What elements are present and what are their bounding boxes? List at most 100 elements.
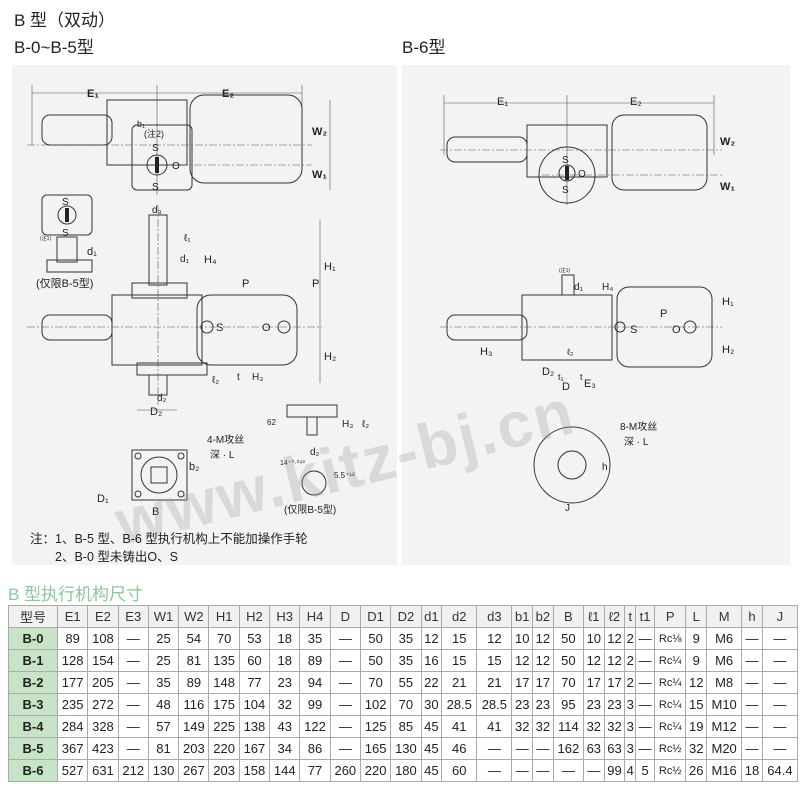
table-cell: — (329, 627, 361, 650)
column-header: H2 (238, 605, 271, 628)
table-cell: 41 (441, 715, 478, 738)
table-cell: 85 (390, 715, 422, 738)
table-cell: 89 (299, 649, 331, 672)
table-cell: 12 (583, 649, 605, 672)
model-cell: B-2 (8, 671, 58, 694)
model-cell: B-0 (8, 627, 58, 650)
table-cell: 17 (583, 671, 605, 694)
table-cell: 220 (359, 759, 392, 782)
column-header: ℓ2 (603, 605, 626, 628)
table-cell: 63 (603, 737, 626, 760)
table-cell: 32 (269, 693, 301, 716)
table-cell: 3 (624, 715, 637, 738)
table-cell: 26 (685, 759, 708, 782)
table-cell: 12 (532, 627, 554, 650)
label-d2: d₂ (310, 447, 320, 458)
table-cell: 272 (87, 693, 119, 716)
label-E3: E₃ (584, 378, 596, 390)
column-header: W2 (178, 605, 210, 628)
table-cell: 25 (147, 649, 180, 672)
table-cell: 367 (56, 737, 89, 760)
table-cell: Rc¼ (653, 715, 687, 738)
drawing-panel-right: E₁ E₂ S S O W₂ W₁ S O P (注1) d₁ H₄ H₁ H₂… (402, 65, 790, 565)
table-cell: — (511, 737, 534, 760)
label-l2: ℓ₂ (362, 419, 369, 430)
table-cell: — (741, 737, 763, 760)
note-1: 注：1、B-5 型、B-6 型执行机构上不能加操作手轮 (30, 532, 308, 546)
table-cell: — (741, 715, 763, 738)
column-header: M (706, 605, 743, 628)
table-cell: 41 (476, 715, 513, 738)
label-tap: 8-M攻丝 (620, 420, 657, 433)
table-cell: — (329, 671, 361, 694)
table-cell: — (761, 693, 799, 716)
table-cell: 23 (583, 693, 605, 716)
column-header: d3 (476, 605, 513, 628)
label-p: P (242, 278, 249, 290)
table-cell: 104 (238, 693, 271, 716)
column-header: L (685, 605, 708, 628)
table-cell: — (761, 649, 799, 672)
table-cell: 165 (359, 737, 392, 760)
flange-view: D₁ b₂ B 4-M攻丝 深 · L (97, 433, 244, 518)
label-62: 62 (267, 418, 276, 427)
column-header: P (653, 605, 687, 628)
table-cell: 55 (390, 671, 422, 694)
table-cell: 46 (441, 737, 478, 760)
table-cell: 89 (56, 627, 89, 650)
column-header: D2 (390, 605, 422, 628)
table-cell: — (117, 715, 149, 738)
drawing-panel-left: E₁ E₂ S S O b₁ (注2) W₂ W₁ S S (注1) d₁ (仅… (12, 65, 397, 565)
label-e1: E₁ (87, 88, 99, 100)
model-cell: B-6 (8, 759, 58, 782)
table-cell: 54 (178, 627, 210, 650)
table-cell: 212 (117, 759, 149, 782)
table-cell: 2 (624, 649, 637, 672)
column-header: H1 (208, 605, 240, 628)
table-cell: M6 (706, 627, 743, 650)
label-depth: 深 · L (210, 449, 235, 461)
label-h4: H₄ (204, 254, 217, 266)
table-cell: 23 (532, 693, 554, 716)
column-header: ℓ1 (583, 605, 605, 628)
label-l2: ℓ₂ (212, 375, 219, 386)
label-D: D (562, 381, 570, 393)
section-title-b6: B-6型 (402, 38, 446, 57)
label-d1: d₁ (180, 254, 190, 265)
label-note1: (注1) (559, 267, 570, 274)
model-cell: B-4 (8, 715, 58, 738)
table-cell: 64.4 (761, 759, 799, 782)
label-d1: d₁ (87, 246, 97, 258)
table-cell: 43 (269, 715, 301, 738)
label-w1: W₁ (312, 169, 327, 181)
table-cell: 203 (208, 759, 240, 782)
table-cell: 32 (532, 715, 554, 738)
table-cell: 328 (87, 715, 119, 738)
label-55: 5.5⁺¹² (334, 471, 355, 480)
table-cell: 18 (269, 649, 301, 672)
label-h2: H₂ (324, 351, 336, 363)
table-cell: 205 (87, 671, 119, 694)
table-cell: 45 (420, 759, 443, 782)
table-cell: 12 (603, 627, 626, 650)
table-cell: 128 (56, 649, 89, 672)
table-cell: — (635, 693, 655, 716)
label-h3: H₃ (252, 372, 263, 383)
label-b5-only: (仅限B-5型) (284, 503, 336, 516)
table-cell: — (635, 671, 655, 694)
column-header: E1 (56, 605, 89, 628)
table-cell: 16 (420, 649, 443, 672)
table-cell: 89 (178, 671, 210, 694)
label-b1: b₁ (137, 119, 145, 129)
label-s: S (152, 182, 159, 193)
table-cell: 23 (269, 671, 301, 694)
table-cell: 35 (390, 627, 422, 650)
column-header: J (761, 605, 799, 628)
table-cell: 32 (511, 715, 534, 738)
table-cell: 149 (178, 715, 210, 738)
table-cell: M12 (706, 715, 743, 738)
table-cell: 10 (511, 627, 534, 650)
